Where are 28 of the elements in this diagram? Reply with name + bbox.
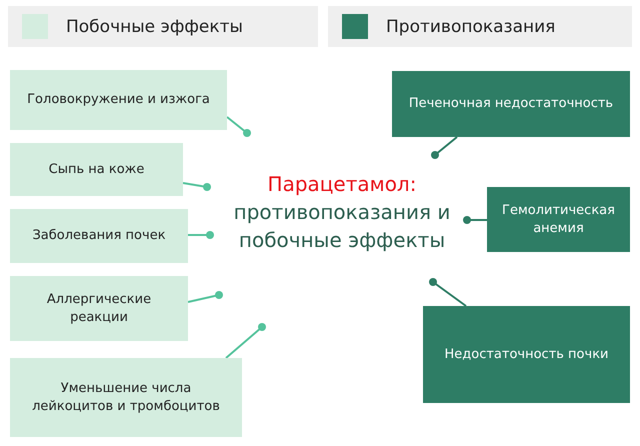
box-label: Уменьшение числа лейкоцитов и тромбоцитов [31, 380, 221, 416]
effect-box [10, 70, 227, 130]
center-heading: противопоказания и побочные эффекты [232, 199, 452, 254]
leader-line [188, 231, 214, 239]
box-label: Сыпь на коже [48, 160, 144, 178]
leader-line [188, 291, 223, 303]
leader-line [226, 116, 251, 137]
effect-box [10, 209, 188, 263]
effect-box [10, 276, 188, 341]
box-label: Заболевания почек [32, 227, 166, 245]
effect-box [392, 71, 630, 137]
center-heading: Парацетамол: [266, 171, 418, 198]
leader-line [182, 182, 211, 191]
leader-line [225, 323, 266, 359]
legend-text: Противопоказания [386, 16, 556, 36]
box-label: Гемолитическая анемия [501, 202, 616, 238]
effect-box [10, 143, 183, 196]
box-label: Печеночная недостаточность [408, 95, 614, 113]
box-label: Головокружение и изжога [27, 91, 210, 109]
box-label: Недостаточность почки [444, 346, 608, 364]
leader-line [429, 278, 467, 307]
effect-box [423, 306, 630, 403]
effect-box [10, 358, 242, 437]
box-label: Аллергические реакции [46, 290, 152, 326]
leader-line [431, 136, 458, 159]
leader-line [463, 216, 487, 224]
effect-box [487, 187, 630, 252]
legend-text: Побочные эффекты [66, 16, 243, 36]
